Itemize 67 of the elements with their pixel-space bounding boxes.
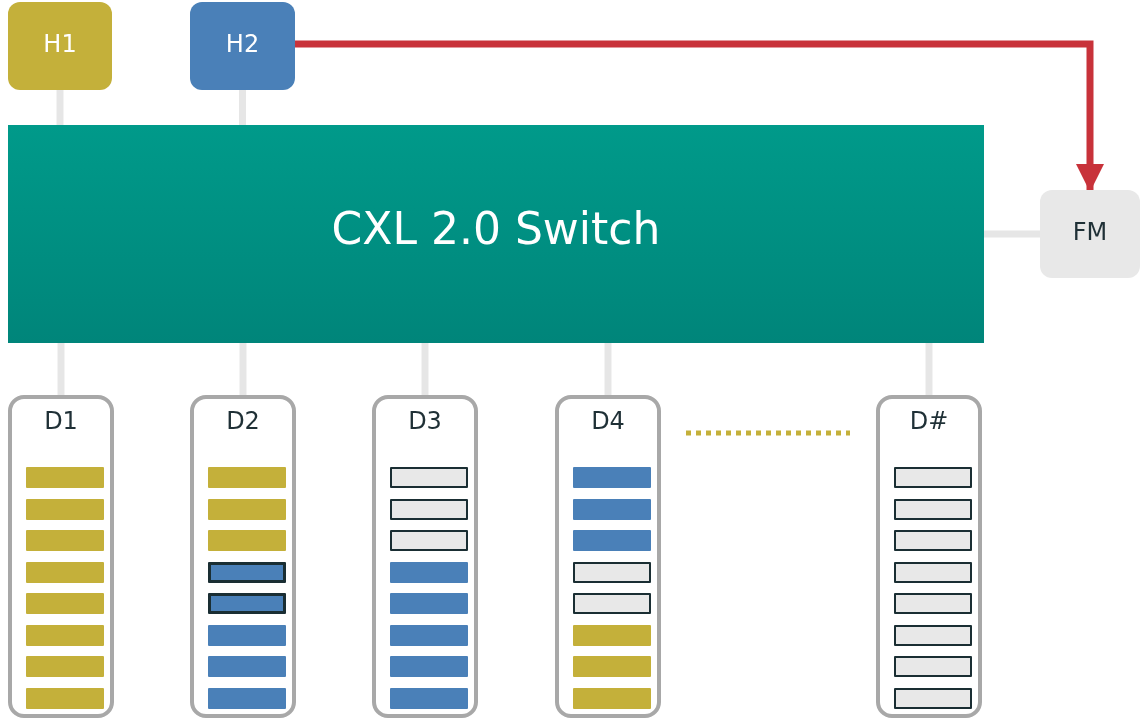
memory-slice [208, 530, 286, 551]
device-label: D# [909, 409, 949, 433]
memory-slice [894, 593, 972, 614]
memory-slice [26, 687, 104, 709]
connector-line [421, 343, 429, 395]
memory-slice [573, 467, 651, 488]
device-label: D3 [408, 409, 442, 433]
memory-slice [208, 624, 286, 646]
device-box [555, 395, 661, 718]
memory-slice [208, 687, 286, 709]
device-label: D1 [44, 409, 78, 433]
memory-slice [894, 561, 972, 583]
memory-slice [26, 561, 104, 583]
connector-line [984, 230, 1040, 238]
connector-line [56, 90, 64, 125]
node-label: H2 [225, 32, 260, 56]
memory-slice [208, 561, 286, 583]
memory-slice [26, 593, 104, 614]
memory-slice [390, 656, 468, 677]
connector-line [925, 343, 933, 395]
memory-slice [26, 624, 104, 646]
device-box [876, 395, 982, 718]
switch-label: CXL 2.0 Switch [331, 207, 661, 251]
memory-slice [573, 530, 651, 551]
device-box [190, 395, 296, 718]
connector-line [239, 343, 247, 395]
memory-slice [390, 687, 468, 709]
memory-slice [26, 656, 104, 677]
device-box [372, 395, 478, 718]
host-box [190, 2, 295, 90]
connector-line [239, 90, 246, 125]
manager-box [1040, 190, 1140, 278]
memory-slice [894, 687, 972, 709]
memory-slice [208, 656, 286, 677]
connector-line [604, 343, 612, 395]
memory-slice [573, 561, 651, 583]
memory-slice [894, 498, 972, 520]
memory-slice [573, 624, 651, 646]
device-box [8, 395, 114, 718]
memory-slice [894, 467, 972, 488]
memory-slice [26, 467, 104, 488]
device-label: D2 [226, 409, 260, 433]
memory-slice [573, 498, 651, 520]
memory-slice [208, 593, 286, 614]
memory-slice [573, 593, 651, 614]
node-label: FM [1072, 220, 1108, 244]
memory-slice [573, 656, 651, 677]
memory-slice [894, 624, 972, 646]
memory-slice [894, 656, 972, 677]
memory-slice [894, 530, 972, 551]
node-label: H1 [43, 32, 77, 56]
memory-slice [26, 530, 104, 551]
switch-box [8, 125, 984, 343]
memory-slice [390, 498, 468, 520]
memory-slice [573, 687, 651, 709]
memory-slice [390, 467, 468, 488]
memory-slice [390, 530, 468, 551]
connector-line [57, 343, 65, 395]
memory-slice [390, 593, 468, 614]
device-label: D4 [591, 409, 625, 433]
memory-slice [208, 498, 286, 520]
memory-slice [390, 561, 468, 583]
memory-slice [208, 467, 286, 488]
host-box [8, 2, 112, 90]
memory-slice [390, 624, 468, 646]
arrow [295, 40, 1104, 192]
memory-slice [26, 498, 104, 520]
